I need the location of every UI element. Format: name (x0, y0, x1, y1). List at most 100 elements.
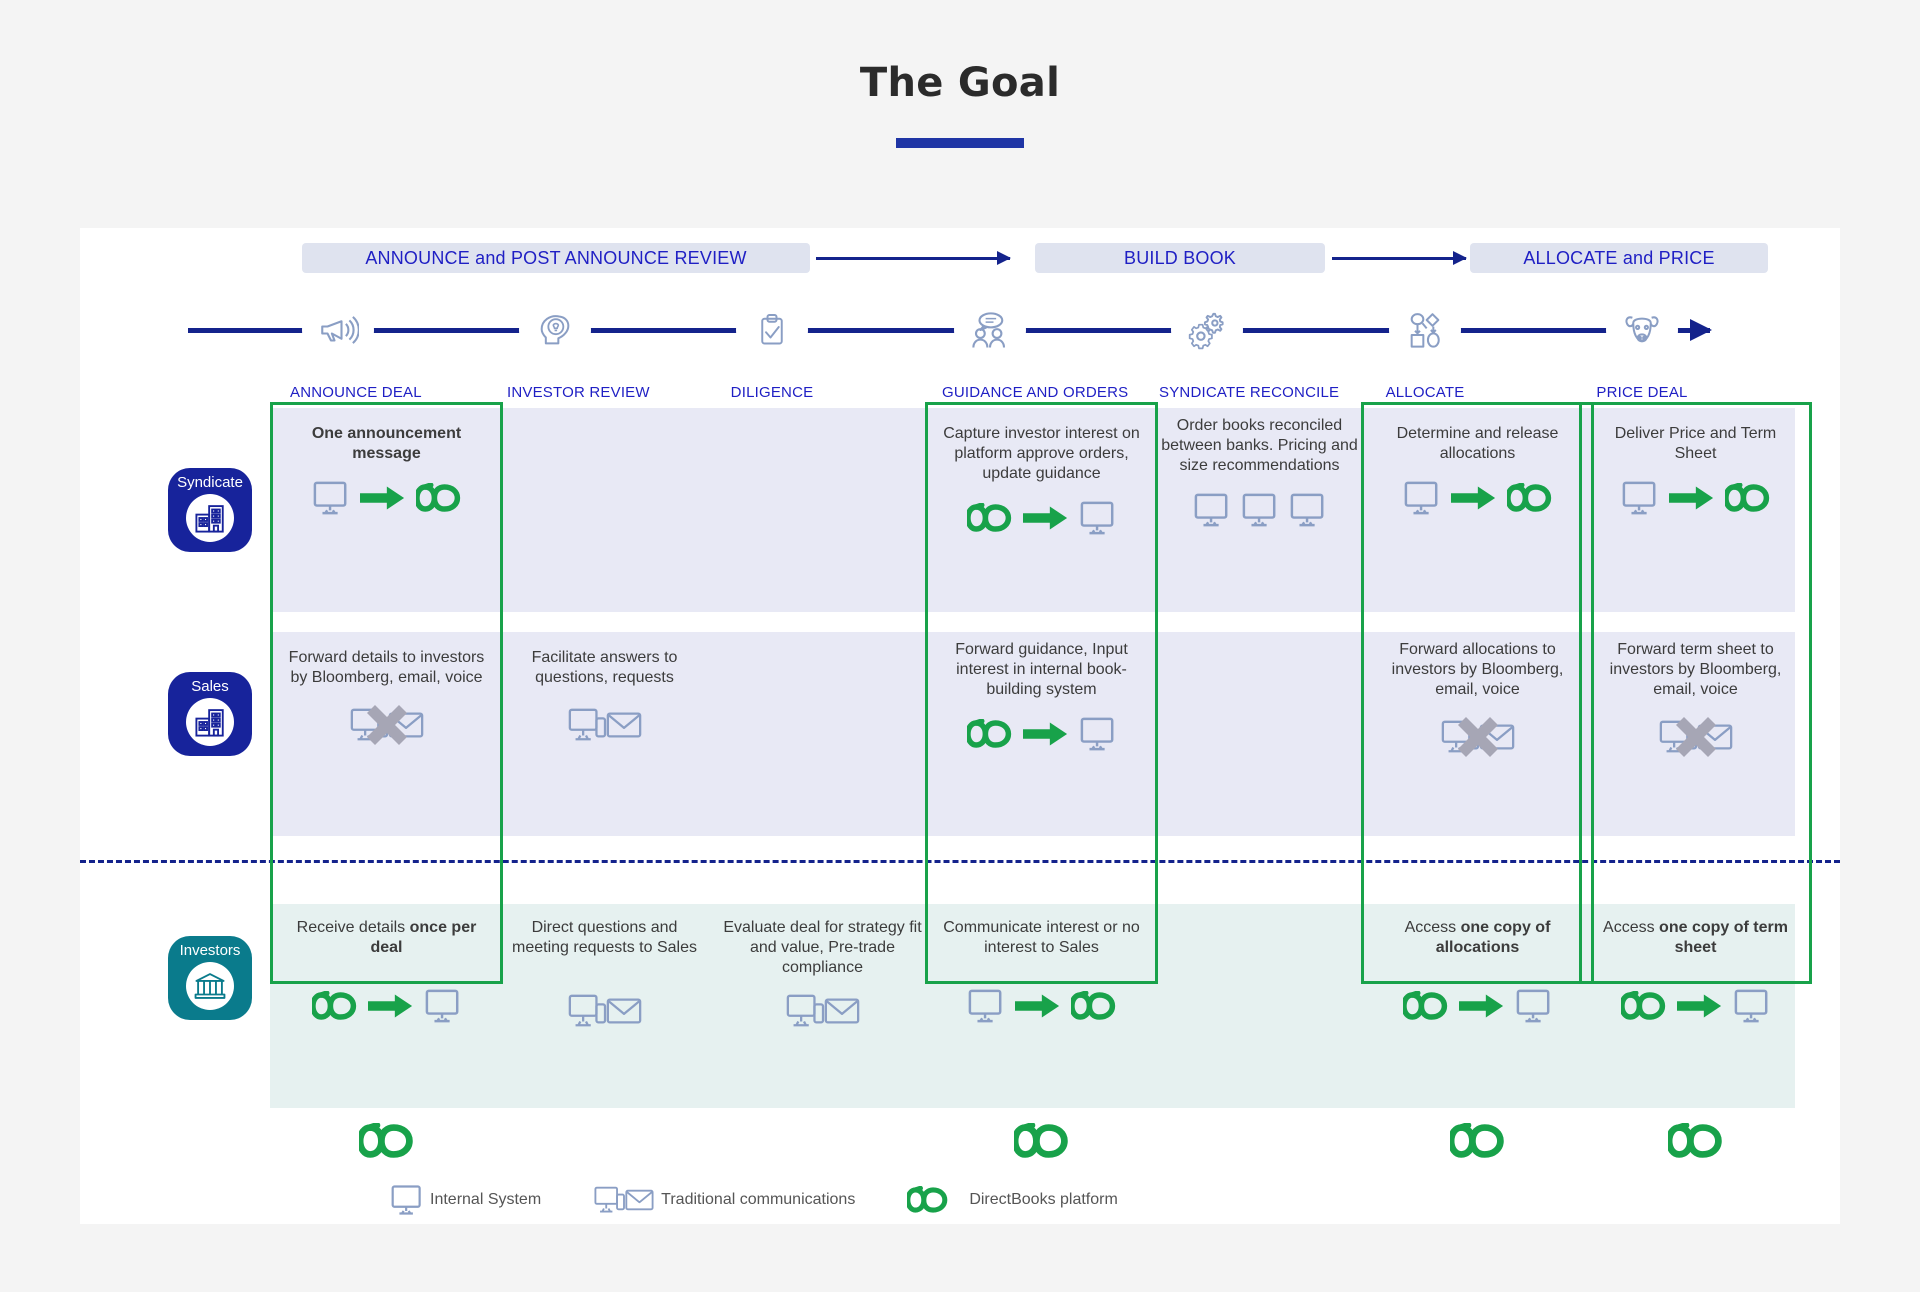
traditional-comms-crossed-icon (1440, 716, 1516, 763)
timeline-node-guidance-and-orders[interactable]: GUIDANCE AND ORDERS (942, 290, 1128, 401)
internal-external-divider (80, 860, 1840, 863)
highlight-footer-announce-deal (270, 1121, 503, 1164)
infinity-icon (415, 483, 460, 512)
cell-text: Order books reconciled between banks. Pr… (1161, 417, 1358, 474)
green-arrow-icon (1458, 994, 1503, 1018)
cell-text: Determine and release allocations (1396, 425, 1559, 462)
cell-text-bold: one copy of term sheet (1659, 919, 1788, 956)
timeline-node-diligence[interactable]: DILIGENCE (724, 290, 820, 401)
cell-icons (1579, 480, 1812, 516)
legend-label: Internal System (430, 1191, 542, 1208)
office-building-icon (186, 698, 234, 746)
monitor-icon (1290, 493, 1323, 527)
lane-name: Syndicate (177, 474, 243, 491)
traditional-comms-icon (568, 994, 641, 1027)
cell-syndicate-allocate: Determine and release allocations (1361, 424, 1594, 516)
diagram-board: ANNOUNCE and POST ANNOUNCE REVIEW BUILD … (80, 228, 1840, 1224)
monitor-icon (968, 989, 1001, 1023)
timeline-node-price-deal[interactable]: PRICE DEAL (1594, 290, 1690, 401)
megaphone-icon (302, 290, 374, 370)
timeline-node-announce-deal[interactable]: ANNOUNCE DEAL (290, 290, 422, 401)
infinity-icon (966, 719, 1011, 748)
cell-text: Direct questions and meeting requests to… (512, 919, 697, 956)
people-chat-icon (954, 290, 1026, 370)
monitor-icon (1622, 481, 1655, 515)
cell-syndicate-guidance-and-orders: Capture investor interest on platform ap… (925, 424, 1158, 536)
infinity-icon (1724, 483, 1769, 512)
cell-text: Facilitate answers to questions, request… (531, 649, 678, 686)
highlight-footer-guidance-and-orders (925, 1121, 1158, 1164)
lane-badge-investors: Investors (168, 936, 252, 1020)
traditional-comms-crossed-icon (349, 704, 425, 751)
cell-investors-guidance-and-orders: Communicate interest or no interest to S… (925, 918, 1158, 1024)
monitor-icon (1080, 501, 1113, 535)
cell-icons (488, 704, 721, 746)
cell-sales-guidance-and-orders: Forward guidance, Input interest in inte… (925, 640, 1158, 752)
legend-item-directbooks-platform: DirectBooks platform (907, 1186, 1118, 1214)
monitor-icon (1404, 481, 1437, 515)
cell-investors-allocate: Access one copy of allocations (1361, 918, 1594, 1024)
cell-text: Forward term sheet to investors by Bloom… (1609, 641, 1782, 698)
cell-sales-investor-review: Facilitate answers to questions, request… (488, 648, 721, 746)
monitor-icon (1516, 989, 1549, 1023)
timeline-node-investor-review[interactable]: INVESTOR REVIEW (507, 290, 650, 401)
cell-text-pre: Access (1404, 919, 1461, 936)
head-lightbulb-icon (519, 290, 591, 370)
cell-icons (1143, 492, 1376, 528)
cell-icons (706, 990, 939, 1032)
phase-bar-0: ANNOUNCE and POST ANNOUNCE REVIEW (302, 243, 810, 273)
timeline-node-syndicate-reconcile[interactable]: SYNDICATE RECONCILE (1159, 290, 1339, 401)
cell-investors-price-deal: Access one copy of term sheet (1579, 918, 1812, 1024)
highlight-footer-allocate (1361, 1121, 1594, 1164)
allocation-shapes-icon (1389, 290, 1461, 370)
legend-label: Traditional communications (661, 1191, 856, 1208)
highlight-footer-price-deal (1579, 1121, 1812, 1164)
lane-name: Investors (179, 942, 241, 959)
infinity-icon (1447, 1121, 1504, 1158)
monitor-icon (1242, 493, 1275, 527)
cell-text: One announcement message (311, 425, 462, 462)
cell-icons (1579, 988, 1812, 1024)
green-arrow-icon (1022, 506, 1067, 530)
traditional-comms-icon (568, 708, 641, 741)
green-arrow-icon (1676, 994, 1721, 1018)
phase-bar-1: BUILD BOOK (1035, 243, 1325, 273)
green-arrow-icon (1668, 486, 1713, 510)
cell-icons (925, 716, 1158, 752)
cell-icons (925, 500, 1158, 536)
title-block: The Goal (0, 60, 1920, 148)
cell-text: Forward guidance, Input interest in inte… (955, 641, 1128, 698)
cell-sales-announce-deal: Forward details to investors by Bloomber… (270, 648, 503, 751)
cell-text: Communicate interest or no interest to S… (943, 919, 1140, 956)
infinity-icon (1506, 483, 1551, 512)
bull-icon (1606, 290, 1678, 370)
timeline-label: PRICE DEAL (1596, 384, 1688, 401)
legend-label: DirectBooks platform (969, 1191, 1118, 1208)
lane-name: Sales (191, 678, 229, 695)
cell-icons (270, 704, 503, 751)
infinity-icon (966, 503, 1011, 532)
infinity-icon (1665, 1121, 1722, 1158)
monitor-icon (425, 989, 458, 1023)
cell-investors-diligence: Evaluate deal for strategy fit and value… (706, 918, 939, 1032)
phase-connector-0 (816, 251, 1011, 265)
monitor-icon (313, 481, 346, 515)
green-arrow-icon (367, 994, 412, 1018)
monitor-icon (391, 1185, 421, 1215)
cell-text: Receive details once per deal (270, 918, 503, 958)
infinity-icon (311, 991, 356, 1020)
timeline-node-allocate[interactable]: ALLOCATE (1377, 290, 1473, 401)
cell-text-pre: Access (1603, 919, 1660, 936)
cell-icons (270, 988, 503, 1024)
timeline-label: ANNOUNCE DEAL (290, 384, 422, 401)
cell-text: Capture investor interest on platform ap… (943, 425, 1140, 482)
bank-icon (186, 962, 234, 1010)
cell-icons (270, 480, 503, 516)
clipboard-check-icon (736, 290, 808, 370)
infinity-icon (1402, 991, 1447, 1020)
office-building-icon (186, 494, 234, 542)
cell-text: Access one copy of allocations (1361, 918, 1594, 958)
monitor-icon (1080, 717, 1113, 751)
cell-sales-allocate: Forward allocations to investors by Bloo… (1361, 640, 1594, 763)
